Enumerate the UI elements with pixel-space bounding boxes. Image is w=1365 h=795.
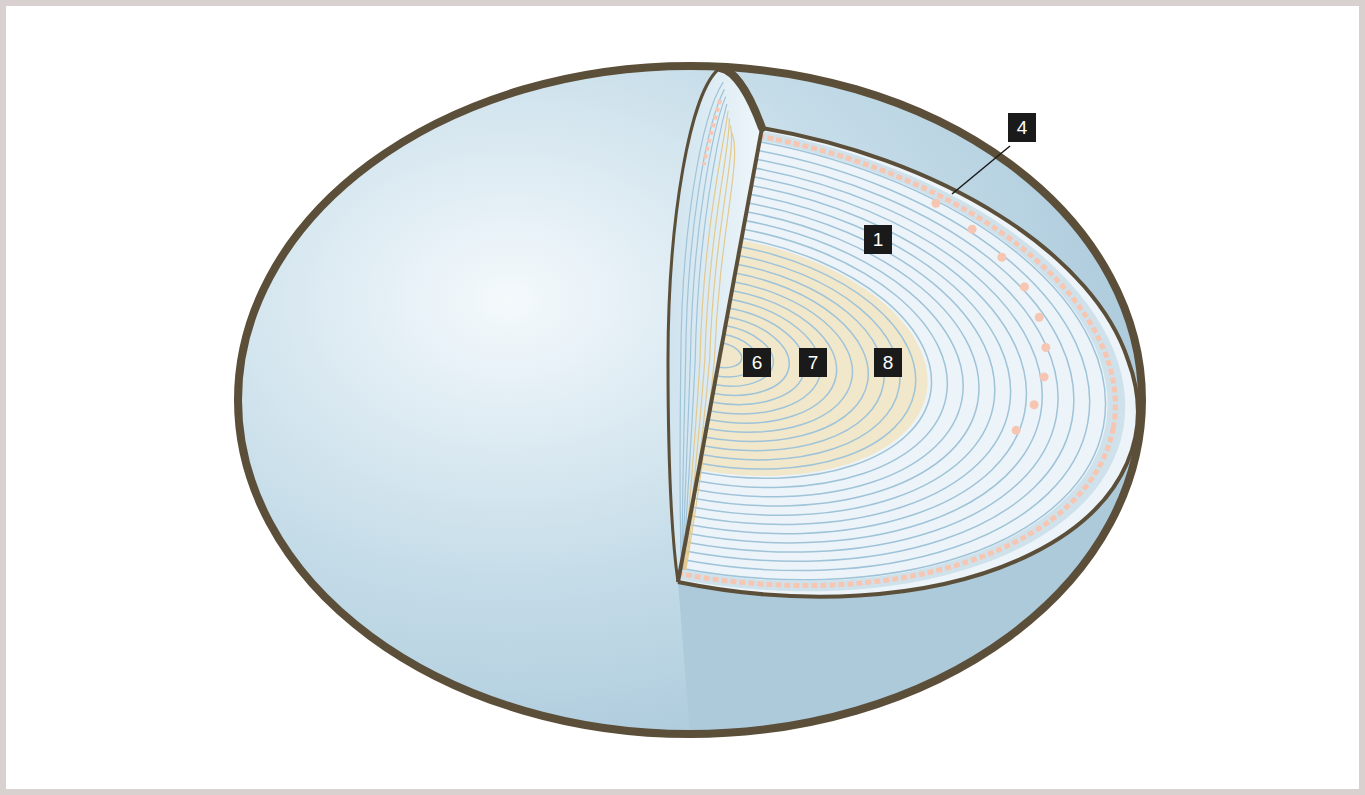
callout-number: 1 <box>864 225 892 254</box>
cut-sliver <box>668 68 762 582</box>
callout-number: 8 <box>874 348 902 377</box>
callout-number: 7 <box>799 348 827 377</box>
callout-number: 4 <box>1008 113 1036 142</box>
cut-face <box>275 56 1200 660</box>
frame <box>3 3 1362 792</box>
outer-outline <box>238 66 1142 734</box>
leader-line <box>952 146 1010 194</box>
cut-rim <box>720 68 762 128</box>
face-rim <box>678 128 1138 597</box>
callout-number: 6 <box>743 348 771 377</box>
